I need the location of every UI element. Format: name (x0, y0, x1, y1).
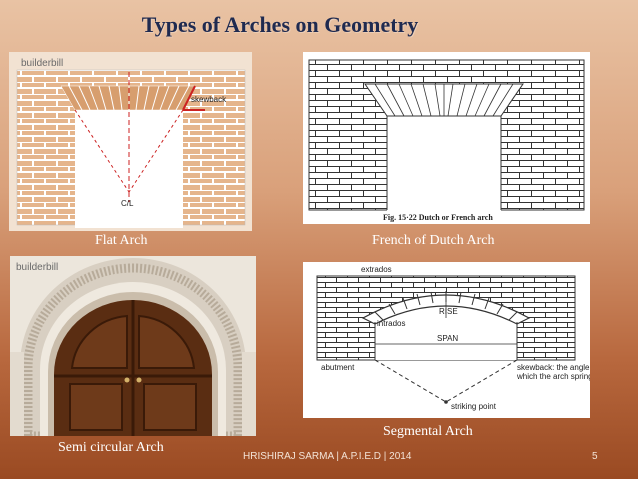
segmental-striking-point-label: striking point (451, 402, 497, 411)
segmental-abutment-label: abutment (321, 363, 355, 372)
footer-text: HRISHIRAJ SARMA | A.P.I.E.D | 2014 (243, 451, 412, 462)
segmental-skewback-note-2: which the arch springs (516, 372, 590, 381)
french-arch-image: Fig. 15·22 Dutch or French arch (303, 52, 590, 224)
flat-arch-watermark: builderbill (21, 58, 63, 69)
french-arch-figure-caption: Fig. 15·22 Dutch or French arch (383, 213, 493, 222)
segmental-arch-image: extrados RISE intrados SPAN abutment ske… (303, 262, 590, 418)
semicircular-arch-caption: Semi circular Arch (58, 440, 164, 455)
segmental-arch-caption: Segmental Arch (383, 424, 473, 439)
semicircular-arch-image: builderbill (10, 256, 256, 436)
flat-arch-caption: Flat Arch (95, 233, 148, 248)
segmental-rise-label: RISE (439, 307, 458, 316)
semicircular-arch-watermark: builderbill (16, 262, 58, 273)
page-number: 5 (592, 451, 598, 462)
segmental-skewback-note-1: skewback: the angle from (517, 363, 590, 372)
french-arch-caption: French of Dutch Arch (372, 233, 495, 248)
segmental-span-label: SPAN (437, 334, 458, 343)
flat-arch-cl-label: C/L (121, 199, 134, 208)
flat-arch-image: builderbill skewback C/L (9, 52, 252, 231)
segmental-intrados-label: intrados (377, 319, 405, 328)
slide-title: Types of Arches on Geometry (141, 12, 419, 37)
segmental-extrados-label: extrados (361, 265, 392, 274)
flat-arch-skewback-label: skewback (191, 95, 227, 104)
